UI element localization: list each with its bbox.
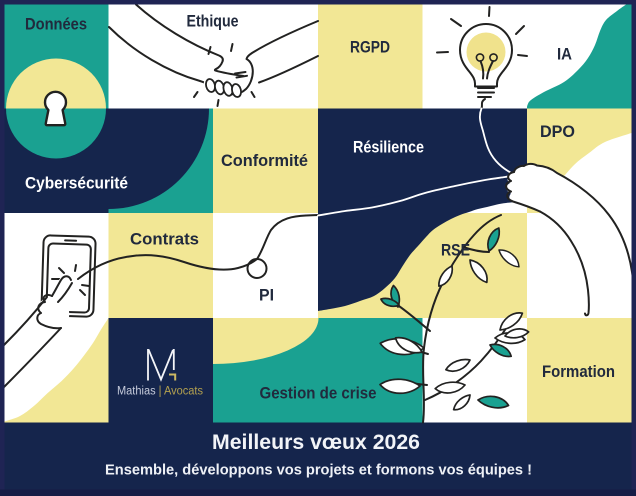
svg-text:Contrats: Contrats	[130, 231, 199, 249]
svg-text:Meilleurs vœux 2026: Meilleurs vœux 2026	[212, 430, 420, 454]
svg-text:Ethique: Ethique	[187, 13, 239, 31]
svg-text:PI: PI	[259, 287, 274, 305]
svg-text:Mathias | Avocats: Mathias | Avocats	[117, 386, 203, 398]
svg-text:RSE: RSE	[441, 242, 470, 260]
svg-text:Formation: Formation	[542, 363, 615, 381]
svg-text:Données: Données	[25, 16, 87, 34]
svg-text:DPO: DPO	[540, 123, 575, 141]
svg-text:Cybersécurité: Cybersécurité	[25, 175, 128, 193]
svg-text:RGPD: RGPD	[350, 39, 390, 57]
svg-text:Conformité: Conformité	[221, 152, 308, 170]
svg-text:Ensemble, développons vos proj: Ensemble, développons vos projets et for…	[105, 463, 532, 479]
svg-text:Résilience: Résilience	[353, 139, 424, 157]
svg-text:IA: IA	[557, 46, 572, 64]
svg-text:Gestion de crise: Gestion de crise	[260, 385, 377, 403]
